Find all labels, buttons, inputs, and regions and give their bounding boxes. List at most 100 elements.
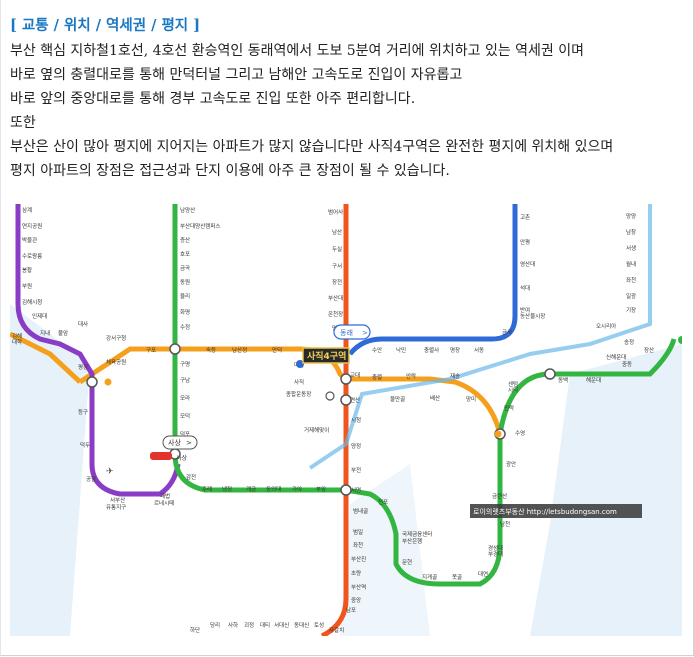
svg-text:동의대: 동의대 bbox=[266, 485, 281, 493]
sea-area bbox=[530, 344, 682, 636]
svg-text:부전: 부전 bbox=[351, 466, 361, 474]
svg-text:당리: 당리 bbox=[210, 621, 220, 629]
svg-text:봉황: 봉황 bbox=[22, 266, 32, 274]
svg-text:범내골: 범내골 bbox=[353, 507, 368, 515]
svg-text:충렬사: 충렬사 bbox=[424, 346, 439, 354]
svg-text:충렬: 충렬 bbox=[372, 373, 382, 381]
dongnae-callout: 동래 > bbox=[333, 324, 371, 340]
paragraph-line: 부산 핵심 지하철1호선, 4호선 환승역인 동래역에서 도보 5분여 거리에 … bbox=[10, 43, 585, 59]
svg-text:불암: 불암 bbox=[58, 329, 68, 337]
svg-text:망양: 망양 bbox=[626, 212, 636, 220]
svg-text:남포: 남포 bbox=[346, 606, 356, 614]
svg-text:체육공원: 체육공원 bbox=[106, 358, 126, 366]
svg-text:사상: 사상 bbox=[176, 454, 188, 462]
svg-text:지게골: 지게골 bbox=[422, 573, 437, 581]
paragraph-line: 평지 아파트의 장점은 접근성과 단지 이용에 아주 큰 장점이 될 수 있습니… bbox=[10, 163, 450, 179]
svg-text:김해: 김해 bbox=[12, 332, 22, 340]
svg-text:대사: 대사 bbox=[78, 320, 88, 328]
svg-text:화명: 화명 bbox=[180, 309, 190, 316]
section-heading: [ 교통 / 위치 / 역세권 / 평지 ] bbox=[10, 17, 201, 34]
svg-text:부암: 부암 bbox=[316, 485, 326, 493]
svg-text:서생: 서생 bbox=[626, 244, 636, 252]
svg-text:구명: 구명 bbox=[180, 361, 190, 368]
svg-text:주례: 주례 bbox=[202, 485, 212, 493]
svg-text:물만골: 물만골 bbox=[390, 395, 405, 403]
svg-text:동백: 동백 bbox=[558, 376, 568, 384]
svg-text:대티: 대티 bbox=[260, 621, 270, 629]
svg-text:르네시떼: 르네시떼 bbox=[154, 499, 174, 507]
svg-text:영산대: 영산대 bbox=[520, 260, 535, 268]
svg-text:금련산: 금련산 bbox=[492, 492, 507, 500]
svg-text:명장: 명장 bbox=[450, 347, 460, 354]
svg-text:남천: 남천 bbox=[500, 520, 510, 528]
svg-text:대학: 대학 bbox=[12, 338, 22, 346]
svg-text:구포: 구포 bbox=[146, 347, 156, 354]
svg-text:시청: 시청 bbox=[351, 417, 361, 424]
svg-text:부산대: 부산대 bbox=[328, 294, 343, 302]
svg-text:두실: 두실 bbox=[332, 245, 342, 253]
svg-text:반여: 반여 bbox=[520, 306, 530, 314]
svg-text:모라: 모라 bbox=[180, 394, 190, 402]
svg-text:남산정: 남산정 bbox=[232, 346, 247, 354]
svg-text:서동: 서동 bbox=[474, 346, 484, 354]
svg-text:괴정: 괴정 bbox=[244, 621, 254, 629]
svg-text:초량: 초량 bbox=[351, 570, 361, 577]
svg-text:모덕: 모덕 bbox=[180, 413, 190, 420]
svg-text:동원: 동원 bbox=[180, 278, 190, 286]
svg-text:못골: 못골 bbox=[452, 574, 462, 581]
dongnae-label: 동래 bbox=[340, 328, 353, 337]
svg-text:자갈치: 자갈치 bbox=[329, 626, 344, 634]
svg-text:고촌: 고촌 bbox=[520, 213, 530, 221]
svg-text:거제해맞이: 거제해맞이 bbox=[304, 426, 329, 434]
svg-text:국제금융센터: 국제금융센터 bbox=[402, 530, 432, 538]
svg-text:남양산: 남양산 bbox=[180, 206, 195, 214]
svg-text:경성대: 경성대 bbox=[488, 544, 503, 552]
svg-text:해운대: 해운대 bbox=[586, 376, 601, 384]
svg-text:삼계: 삼계 bbox=[22, 206, 32, 214]
svg-text:좌천: 좌천 bbox=[626, 276, 636, 284]
watermark-box: 로이의렛츠부동산 http://letsbudongsan.com bbox=[470, 504, 642, 518]
svg-text:덕포: 덕포 bbox=[180, 431, 190, 438]
svg-text:안락: 안락 bbox=[406, 372, 416, 380]
line4-path bbox=[348, 204, 518, 356]
paragraph-line: 바로 앞의 중앙대로를 통해 경부 고속도로 진입 또한 아주 편리합니다. bbox=[10, 91, 416, 107]
svg-text:서면: 서면 bbox=[351, 486, 361, 494]
svg-text:범어사: 범어사 bbox=[328, 208, 343, 216]
svg-text:안평: 안평 bbox=[520, 239, 530, 246]
svg-text:토성: 토성 bbox=[314, 621, 324, 629]
svg-text:>: > bbox=[362, 329, 368, 337]
svg-text:부산대양산캠퍼스: 부산대양산캠퍼스 bbox=[180, 222, 220, 230]
svg-text:낙민: 낙민 bbox=[396, 346, 406, 354]
svg-text:장전: 장전 bbox=[332, 278, 342, 286]
svg-text:증산: 증산 bbox=[180, 236, 190, 244]
svg-text:중동: 중동 bbox=[622, 361, 632, 368]
svg-text:수영: 수영 bbox=[515, 429, 525, 437]
svg-text:부원: 부원 bbox=[22, 282, 32, 290]
svg-text:금곡: 금곡 bbox=[180, 265, 190, 272]
svg-text:구남: 구남 bbox=[180, 376, 190, 384]
svg-text:동대신: 동대신 bbox=[294, 621, 309, 629]
svg-text:가야: 가야 bbox=[292, 485, 302, 493]
svg-text:구서: 구서 bbox=[332, 262, 342, 270]
svg-text:송정: 송정 bbox=[624, 338, 634, 346]
svg-text:수정: 수정 bbox=[180, 324, 190, 331]
svg-text:서대신: 서대신 bbox=[274, 621, 289, 629]
svg-text:김해시청: 김해시청 bbox=[22, 298, 42, 306]
highlight-label: 사직4구역 bbox=[307, 350, 346, 362]
svg-text:등구: 등구 bbox=[78, 409, 88, 416]
svg-text:문현: 문현 bbox=[402, 558, 412, 566]
svg-text:율리: 율리 bbox=[180, 292, 190, 300]
sajik4-highlight-badge: 사직4구역 bbox=[302, 347, 350, 364]
svg-text:서부산: 서부산 bbox=[110, 496, 125, 504]
svg-text:전포: 전포 bbox=[378, 498, 388, 506]
svg-text:중앙: 중앙 bbox=[351, 596, 361, 604]
svg-text:장산: 장산 bbox=[644, 346, 654, 354]
paragraph-line: 부산은 산이 많아 평지에 지어지는 아파트가 많지 않습니다만 사직4구역은 … bbox=[10, 139, 614, 155]
svg-text:배산: 배산 bbox=[430, 394, 440, 402]
svg-text:강서구청: 강서구청 bbox=[106, 334, 126, 342]
